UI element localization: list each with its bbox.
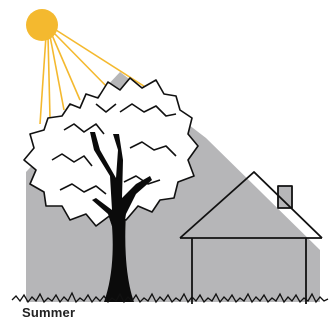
sun-icon [26, 9, 58, 41]
season-caption: Summer [22, 305, 75, 320]
